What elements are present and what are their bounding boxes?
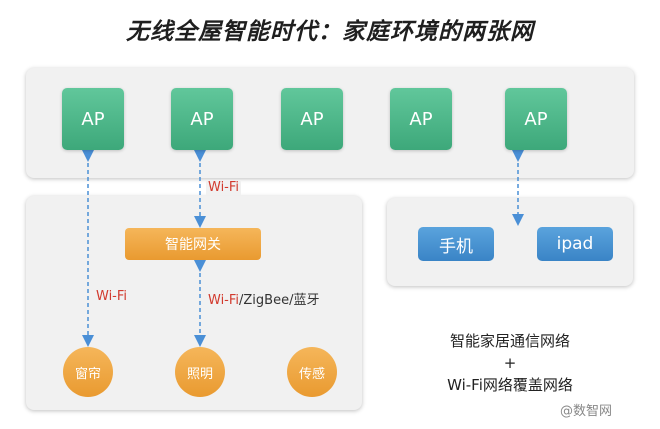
- gateway-protocol-wifi: Wi-Fi: [208, 293, 240, 308]
- wifi-label-ap-gateway: Wi-Fi: [206, 180, 242, 195]
- caption-plus: +: [503, 354, 517, 372]
- watermark: @数智网: [560, 404, 613, 419]
- ap-node-3: AP: [281, 88, 343, 150]
- phone-device: 手机: [418, 227, 494, 261]
- smart-gateway: 智能网关: [125, 228, 261, 260]
- caption-line-1: 智能家居通信网络: [449, 332, 570, 350]
- lighting-endpoint: 照明: [175, 347, 225, 397]
- gateway-protocols-label: Wi-Fi/ZigBee/蓝牙: [206, 289, 322, 308]
- ipad-device: ipad: [537, 227, 613, 261]
- caption-line-2: Wi-Fi网络覆盖网络: [447, 376, 573, 394]
- curtain-endpoint: 窗帘: [63, 347, 113, 397]
- gateway-protocol-others: /ZigBee/蓝牙: [239, 293, 320, 308]
- wifi-label-ap-curtain: Wi-Fi: [94, 289, 130, 304]
- ap-node-5: AP: [505, 88, 567, 150]
- sensor-endpoint: 传感: [287, 347, 337, 397]
- ap-node-4: AP: [390, 88, 452, 150]
- ap-node-1: AP: [62, 88, 124, 150]
- ap-node-2: AP: [171, 88, 233, 150]
- page-title: 无线全屋智能时代：家庭环境的两张网: [126, 19, 534, 45]
